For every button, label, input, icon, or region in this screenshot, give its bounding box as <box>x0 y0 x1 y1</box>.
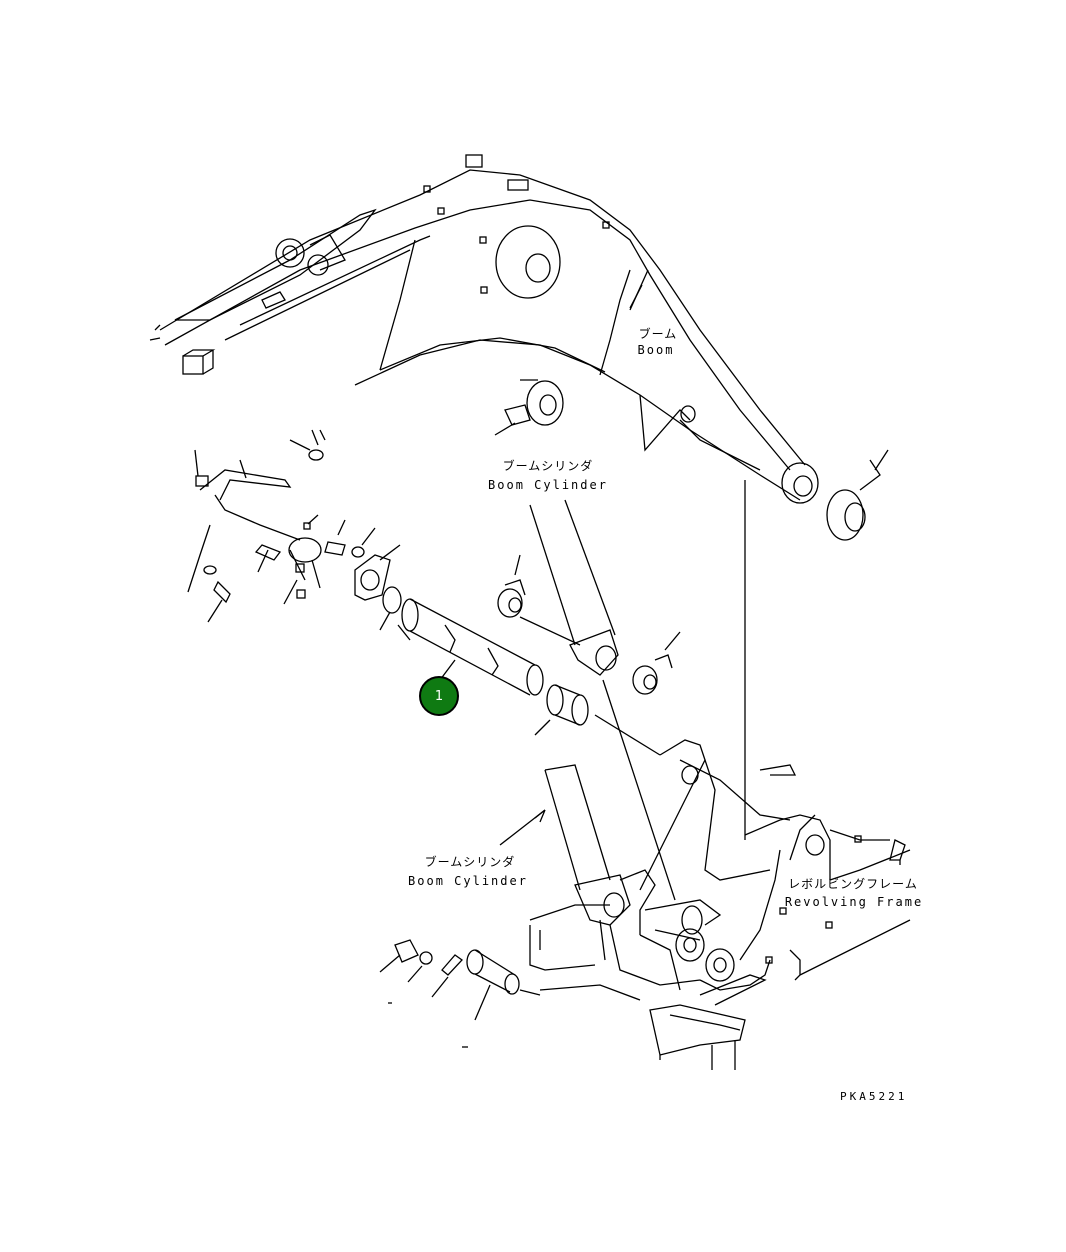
boom-label-en: Boom <box>637 343 675 357</box>
revolving-frame-label-jp: レボルビングフレーム <box>788 877 918 891</box>
boom-cylinder-bottom-label-jp: ブームシリンダ <box>424 855 516 869</box>
pin-part-1 <box>397 598 661 756</box>
boom-cylinder-top-label-jp: ブームシリンダ <box>502 459 594 473</box>
revolving-frame-label-en: Revolving Frame <box>784 895 924 909</box>
boom-cylinder-bottom-label-en: Boom Cylinder <box>408 874 528 888</box>
leader-boom <box>629 284 643 309</box>
boom-cylinder-lower <box>499 764 631 961</box>
revolving-frame <box>529 739 911 1070</box>
bottom-pin-parts <box>379 939 541 1048</box>
boom-cylinder-upper <box>497 499 681 901</box>
boom-cylinder-top-label-en: Boom Cylinder <box>488 478 608 492</box>
drawing-code: PKA5221 <box>840 1090 908 1103</box>
lock-parts <box>187 429 402 631</box>
boom-body <box>149 154 889 840</box>
callout-part-1[interactable]: 1 <box>419 676 459 716</box>
boom-label-jp: ブーム <box>638 327 678 341</box>
